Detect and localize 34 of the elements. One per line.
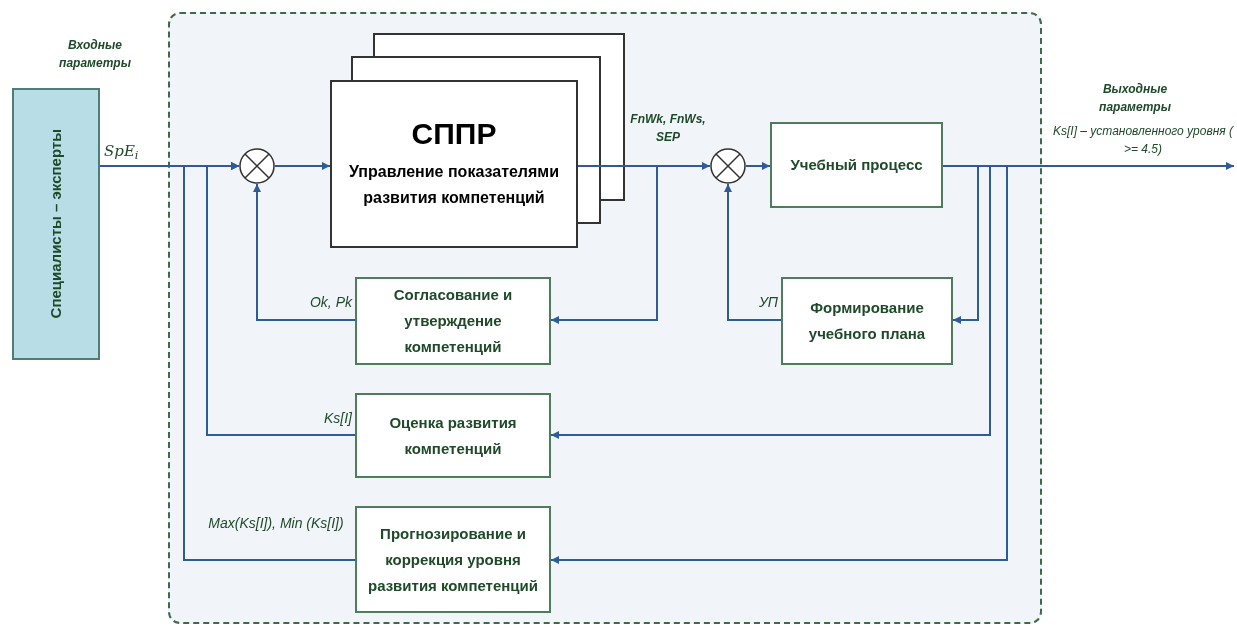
edge-label: Ks[I] – установленного уровня ( >= 4.5): [1052, 123, 1234, 158]
process-box: [355, 393, 551, 478]
connector-arrow: [745, 162, 771, 170]
node-label: Специалисты – эксперты: [45, 129, 65, 319]
section-label: Входные параметры: [58, 37, 132, 72]
edge-label: Max(Ks[I]), Min (Ks[I]): [207, 514, 345, 533]
section-label: Выходные параметры: [1098, 81, 1172, 116]
connector-arrow: [183, 162, 356, 561]
connector-arrow: [550, 165, 658, 324]
edge-label: УП: [757, 293, 778, 312]
node-label: Учебный процесс: [789, 155, 924, 175]
node-label: Управление показателями развития компетенций: [347, 162, 561, 208]
connector-arrow: [550, 165, 991, 439]
process-box: [770, 122, 943, 208]
node-label: Прогнозирование и коррекция уровня развития компетенций: [366, 523, 540, 596]
edge-label: FnWk, FnWs, SEP: [629, 111, 707, 146]
input-block: [12, 88, 100, 360]
summing-junction: [239, 148, 275, 184]
node-label: Согласование и утверждение компетенций: [392, 285, 514, 357]
edge-label: SpE$_{i}$: [104, 141, 140, 163]
process-box: [781, 277, 953, 365]
process-box: [355, 506, 551, 613]
connector-arrow: [724, 183, 782, 321]
edge-label: Ok, Pk: [309, 293, 352, 312]
process-box: [330, 80, 578, 248]
edge-label: Ks[I]: [323, 409, 352, 428]
node-label: Оценка развития компетенций: [388, 412, 518, 459]
node-title: СППР: [411, 117, 497, 151]
node-label: Формирование учебного плана: [807, 298, 927, 344]
connector-arrow: [253, 183, 356, 321]
process-box: [355, 277, 551, 365]
summing-junction: [710, 148, 746, 184]
connector-arrow: [274, 162, 331, 170]
connector-arrow: [550, 165, 1008, 564]
